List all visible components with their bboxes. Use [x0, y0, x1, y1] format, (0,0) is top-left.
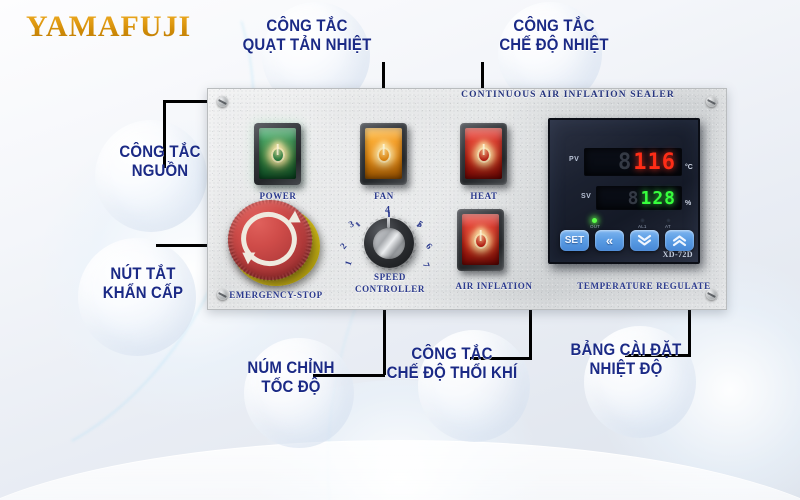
out-led-label: OUT	[590, 224, 601, 229]
pv-value: 116	[633, 149, 676, 175]
temperature-regulate-label: TEMPERATURE REGULATE	[577, 281, 711, 291]
set-value-display: 8 128	[596, 186, 682, 210]
air-inflation-switch-face	[462, 214, 499, 265]
callout-air-inflation: CÔNG TẮC CHẾ ĐỘ THỔI KHÍ	[382, 344, 523, 382]
leader-line-estop	[156, 244, 232, 247]
sv-label: SV	[581, 193, 592, 200]
leader-line-temp	[625, 354, 691, 357]
callout-speed-line2: TỐC ĐỘ	[261, 377, 321, 397]
up-button[interactable]	[665, 230, 694, 251]
panel-screw	[706, 289, 717, 300]
speed-dial-tick	[388, 212, 390, 217]
callout-estop-line1: NÚT TẮT	[110, 264, 176, 283]
shift-button[interactable]: «	[595, 230, 624, 251]
callout-estop-line2: KHẨN CẤP	[102, 283, 184, 303]
power-switch-label: POWER	[259, 191, 297, 201]
fan-switch-label: FAN	[374, 191, 394, 201]
callout-air-line1: CÔNG TẮC	[411, 344, 493, 363]
power-switch[interactable]	[254, 123, 301, 185]
leader-line-power	[163, 100, 166, 168]
callout-power-line2: NGUỒN	[131, 161, 189, 181]
double-up-chevron-icon	[672, 235, 687, 247]
callout-fan-line2: QUẠT TẢN NHIỆT	[242, 35, 372, 55]
sv-ghost-digit: 8	[627, 187, 640, 209]
out-led-indicator	[592, 218, 597, 223]
temperature-controller[interactable]: PV 8 116 °C SV 8 128 % OUT AL1 AT SET « …	[548, 118, 700, 264]
emergency-stop-cap	[228, 200, 312, 280]
brand-logo: YAMAFUJI	[26, 10, 192, 43]
double-down-chevron-icon	[637, 234, 652, 246]
callout-speed: NÚM CHỈNH TỐC ĐỘ	[239, 358, 343, 396]
callout-temp-line2: NHIỆT ĐỘ	[589, 359, 663, 379]
callout-emergency-stop: NÚT TẮT KHẨN CẤP	[88, 264, 199, 302]
emergency-stop-button[interactable]	[228, 200, 321, 288]
decorative-bubble	[418, 330, 530, 442]
decorative-bubble	[584, 326, 696, 438]
power-symbol-icon	[473, 232, 488, 249]
air-inflation-label: AIR INFLATION	[455, 281, 533, 291]
set-button[interactable]: SET	[560, 230, 589, 251]
fan-switch[interactable]	[360, 123, 407, 185]
callout-heat-line2: CHẾ ĐỘ NHIỆT	[499, 35, 609, 55]
sv-unit: %	[685, 200, 692, 207]
fan-switch-face	[365, 128, 402, 179]
leader-line-air	[470, 357, 532, 360]
al1-led-label: AL1	[638, 224, 647, 229]
heat-switch-face	[465, 128, 502, 179]
pv-label: PV	[569, 156, 580, 163]
pv-unit: °C	[685, 164, 693, 171]
speed-knob-pointer-icon	[387, 215, 390, 228]
process-value-display: 8 116	[584, 148, 682, 176]
panel-headline: CONTINUOUS AIR INFLATION SEALER	[461, 90, 675, 100]
callout-temp-line1: BẢNG CÀI ĐẶT	[570, 340, 682, 359]
down-button[interactable]	[630, 230, 659, 251]
callout-fan: CÔNG TẮC QUẠT TẢN NHIỆT	[241, 16, 373, 54]
pv-ghost-digit: 8	[618, 149, 633, 175]
at-led-indicator	[666, 218, 671, 223]
decorative-bubble	[95, 120, 207, 232]
panel-screw	[217, 289, 228, 300]
emergency-stop-label: EMERGENCY-STOP	[229, 290, 323, 300]
callout-power-line1: CÔNG TẮC	[119, 142, 201, 161]
leader-line-speed	[383, 285, 386, 375]
callout-heat-line1: CÔNG TẮC	[513, 16, 595, 35]
speed-knob-cap	[373, 228, 405, 259]
power-symbol-icon	[376, 146, 391, 163]
air-inflation-switch[interactable]	[457, 209, 504, 271]
leader-line-temp	[688, 268, 691, 356]
double-left-chevron-icon: «	[605, 233, 614, 248]
sv-value: 128	[640, 187, 676, 209]
decorative-bubble	[78, 238, 196, 356]
speed-controller-label-line1: SPEED	[373, 272, 406, 282]
speed-dial-number-4: 4	[385, 205, 390, 216]
status-led-row: OUT AL1 AT	[590, 218, 686, 229]
controller-model-number: XD-72D	[662, 250, 693, 259]
callout-air-line2: CHẾ ĐỘ THỔI KHÍ	[386, 363, 518, 383]
callout-temperature: BẢNG CÀI ĐẶT NHIỆT ĐỘ	[564, 340, 687, 378]
at-led-label: AT	[665, 224, 671, 229]
decorative-bubble	[244, 338, 354, 448]
heat-switch-label: HEAT	[470, 191, 498, 201]
callout-power: CÔNG TẮC NGUỒN	[114, 142, 206, 180]
al1-led-indicator	[640, 218, 645, 223]
power-symbol-icon	[476, 146, 491, 163]
heat-switch[interactable]	[460, 123, 507, 185]
power-switch-face	[259, 128, 296, 179]
callout-speed-line1: NÚM CHỈNH	[247, 358, 335, 377]
panel-screw	[706, 96, 717, 107]
callout-heat: CÔNG TẮC CHẾ ĐỘ NHIỆT	[492, 16, 615, 54]
power-symbol-icon	[270, 146, 285, 163]
speed-controller-label-line2: CONTROLLER	[354, 284, 425, 294]
panel-screw	[217, 96, 228, 107]
leader-line-speed	[313, 374, 385, 377]
speed-controller-knob[interactable]	[358, 212, 420, 274]
set-button-label: SET	[564, 235, 585, 246]
callout-fan-line1: CÔNG TẮC	[266, 16, 348, 35]
